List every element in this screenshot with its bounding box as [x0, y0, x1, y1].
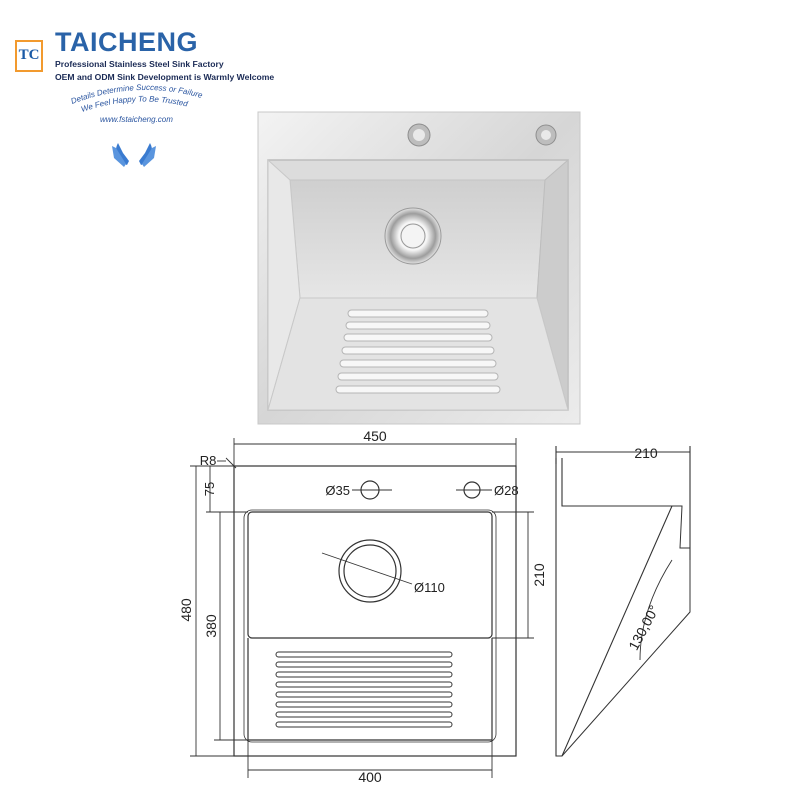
logo-mark: TC — [15, 40, 43, 72]
tagline-factory: Professional Stainless Steel Sink Factor… — [55, 59, 224, 69]
tagline-oem: OEM and ODM Sink Development is Warmly W… — [55, 72, 275, 82]
dim-side-width: 210 — [634, 445, 658, 461]
dimension-lines — [190, 438, 534, 778]
dim-overall-width: 450 — [363, 428, 387, 444]
logo-letters: TC — [18, 47, 40, 63]
dim-bowl-depth: 380 — [203, 614, 219, 638]
dim-wall-angle: 130,00° — [625, 603, 662, 653]
plan-drawing — [233, 465, 517, 757]
dim-overall-depth: 480 — [178, 598, 194, 622]
dim-deck-offset: 75 — [202, 482, 217, 496]
brand-name: TAICHENG — [55, 27, 198, 57]
company-url: www.fstaicheng.com — [100, 115, 173, 124]
dim-faucet-hole: Ø35 — [325, 483, 350, 498]
sink-photo — [257, 111, 581, 425]
side-profile — [555, 446, 691, 757]
dim-corner-radius: R8 — [200, 453, 217, 468]
hands-icon — [112, 143, 156, 167]
dim-drain: Ø110 — [414, 580, 445, 595]
dim-accessory-hole: Ø28 — [494, 483, 519, 498]
dim-bowl-width: 400 — [358, 769, 382, 785]
dim-drain-offset: 210 — [531, 563, 547, 587]
